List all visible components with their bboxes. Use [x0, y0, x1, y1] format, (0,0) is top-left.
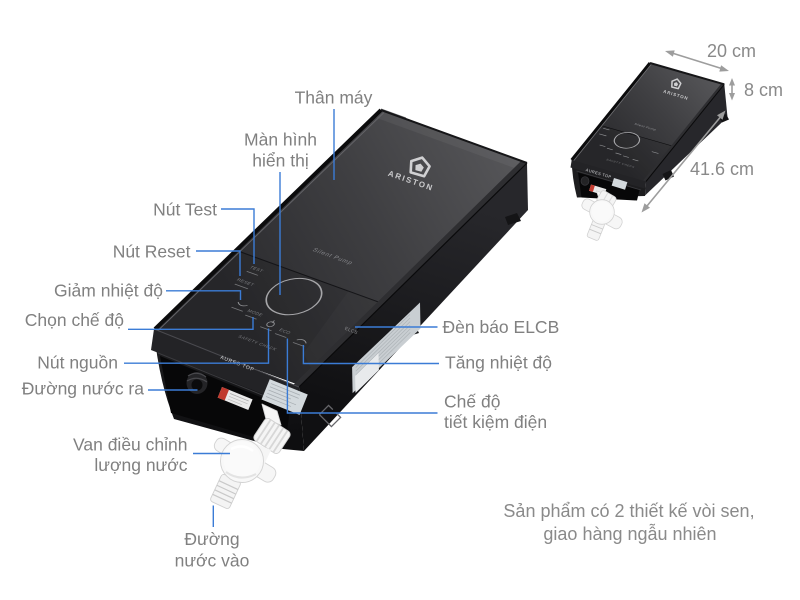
svg-text:giao hàng ngẫu nhiên: giao hàng ngẫu nhiên	[543, 523, 716, 544]
svg-text:Nút Test: Nút Test	[153, 200, 217, 220]
svg-text:Thân máy: Thân máy	[295, 88, 373, 108]
svg-text:Nút Reset: Nút Reset	[113, 242, 191, 262]
svg-text:nước vào: nước vào	[175, 551, 250, 571]
svg-text:20 cm: 20 cm	[707, 41, 756, 61]
svg-text:Van điều chỉnh: Van điều chỉnh	[73, 435, 188, 455]
svg-text:Chế độ: Chế độ	[444, 392, 500, 412]
svg-text:Tăng nhiệt độ: Tăng nhiệt độ	[445, 353, 552, 373]
svg-text:hiển thị: hiển thị	[252, 151, 308, 171]
svg-text:tiết kiệm điện: tiết kiệm điện	[444, 412, 547, 432]
svg-text:RESET: RESET	[236, 278, 256, 287]
svg-text:TEST: TEST	[249, 265, 265, 273]
svg-text:lượng nước: lượng nước	[94, 455, 187, 475]
svg-text:41.6 cm: 41.6 cm	[690, 159, 754, 179]
svg-text:Giảm nhiệt độ: Giảm nhiệt độ	[54, 281, 163, 301]
svg-text:Nút nguồn: Nút nguồn	[37, 353, 118, 373]
svg-text:Đường: Đường	[184, 529, 239, 549]
svg-text:8 cm: 8 cm	[744, 80, 783, 100]
svg-text:Silent Pump: Silent Pump	[633, 122, 657, 131]
svg-text:Sản phẩm có 2 thiết kế vòi sen: Sản phẩm có 2 thiết kế vòi sen,	[503, 501, 754, 521]
svg-text:Đèn báo ELCB: Đèn báo ELCB	[443, 317, 560, 337]
svg-text:ECO: ECO	[278, 328, 292, 335]
svg-text:Đường nước ra: Đường nước ra	[22, 379, 145, 399]
svg-text:Màn hình: Màn hình	[244, 130, 317, 150]
svg-text:ELCB: ELCB	[344, 326, 358, 335]
svg-text:MODE: MODE	[246, 309, 264, 318]
svg-text:Chọn chế độ: Chọn chế độ	[25, 310, 124, 330]
svg-text:SAFETY CHECK: SAFETY CHECK	[605, 158, 635, 169]
